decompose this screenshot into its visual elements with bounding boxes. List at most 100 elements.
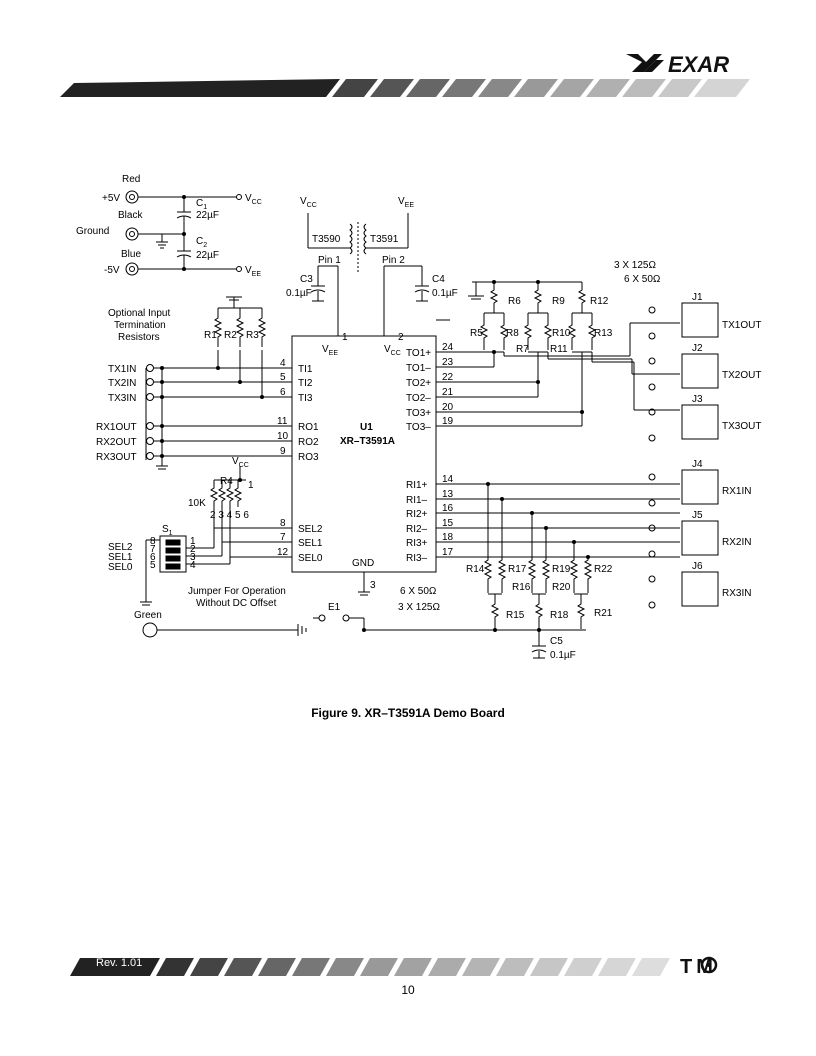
header-stripe: [60, 79, 750, 97]
ic-pin-num: 8: [280, 518, 286, 529]
ic-pin-num: 6: [280, 387, 286, 398]
ic-gnd-pin: 3: [370, 580, 376, 591]
label-c5: C5: [550, 636, 563, 647]
ic-pin-num: 14: [442, 474, 454, 485]
ic-pin-name: TI1: [298, 364, 313, 375]
jack-ref: J3: [692, 394, 703, 405]
exar-logo: EXAR: [626, 52, 729, 76]
label-tx1in: TX1IN: [108, 364, 136, 375]
label-r4: R4: [220, 476, 233, 487]
label-r3: R3: [246, 330, 259, 341]
jumper-note-line1: Jumper For Operation: [188, 586, 286, 597]
ic-pin-2: 2: [398, 332, 404, 343]
label-c4-value: 0.1µF: [432, 288, 458, 299]
footer-stripe: [70, 958, 670, 976]
label-r15: R15: [506, 610, 525, 621]
ic-pin-name: TO3+: [406, 408, 431, 419]
label-r4-pins: 2 3 4 5 6: [210, 510, 249, 521]
ic-pin-name: RI1+: [406, 480, 428, 491]
label-rx2out: RX2OUT: [96, 437, 137, 448]
ic-pin-name: RI3–: [406, 553, 428, 564]
ic-pin-num: 4: [280, 358, 286, 369]
rx-res-note-line1: 6 X 50Ω: [400, 586, 437, 597]
label-c1: C1: [196, 198, 207, 211]
label-ground: Ground: [76, 226, 109, 237]
label-pin2: Pin 2: [382, 255, 405, 266]
ic-pin-name: RI2–: [406, 524, 428, 535]
ic-pin-num: 13: [442, 489, 454, 500]
label-blue: Blue: [121, 249, 141, 260]
label-r22: R22: [594, 564, 613, 575]
jack-label: RX3IN: [722, 588, 751, 599]
jack-label: TX3OUT: [722, 421, 761, 432]
label-tx2in: TX2IN: [108, 378, 136, 389]
ic-pin-num: 18: [442, 532, 454, 543]
label-r4-one: 1: [248, 480, 254, 491]
switch-pin-left: 6: [150, 552, 156, 563]
ic-pin-name: SEL1: [298, 538, 323, 549]
label-r19: R19: [552, 564, 571, 575]
label-r12: R12: [590, 296, 609, 307]
label-r9: R9: [552, 296, 565, 307]
ic-pin-name: RI2+: [406, 509, 428, 520]
jack-j3: [681, 404, 719, 440]
label-r16: R16: [512, 582, 531, 593]
label-r8: R8: [506, 328, 519, 339]
revision-label: Rev. 1.01: [96, 957, 143, 969]
jack-j6: [681, 571, 719, 607]
ic-pin-num: 23: [442, 357, 454, 368]
rx-res-note-line2: 3 X 125Ω: [398, 602, 440, 613]
label-r5: R5: [470, 328, 483, 339]
jack-j1: [681, 302, 719, 338]
ic-pin-num: 17: [442, 547, 454, 558]
ic-pin-name: TO1–: [406, 363, 431, 374]
ic-vee: VEE: [322, 344, 338, 357]
ic-pin-name: TO3–: [406, 422, 431, 433]
label-c2: C2: [196, 236, 207, 249]
ic-pin-name: RI1–: [406, 495, 428, 506]
label-black: Black: [118, 210, 143, 221]
demo-board-schematic: Red +5V Black Ground Blue -5V VCC VEE C1…: [76, 174, 761, 661]
jack-j2: [681, 353, 719, 389]
label-plus5v: +5V: [102, 193, 120, 204]
label-pin1: Pin 1: [318, 255, 341, 266]
ic-pin-name: TO2–: [406, 393, 431, 404]
figure-caption: Figure 9. XR–T3591A Demo Board: [311, 706, 505, 720]
ic-pin-name: RO2: [298, 437, 319, 448]
tx-res-note-line1: 3 X 125Ω: [614, 260, 656, 271]
ic-pin-name: RO3: [298, 452, 319, 463]
jack-label: RX1IN: [722, 486, 751, 497]
ic-pin-num: 11: [277, 416, 288, 427]
ic-pin-name: RI3+: [406, 538, 428, 549]
switch-pin-right: 4: [190, 560, 196, 571]
label-t3590: T3590: [312, 234, 341, 245]
label-c3: C3: [300, 274, 313, 285]
jack-j5: [681, 520, 719, 556]
label-r20: R20: [552, 582, 571, 593]
jack-label: RX2IN: [722, 537, 751, 548]
tx-res-note-line2: 6 X 50Ω: [624, 274, 661, 285]
ic-gnd: GND: [352, 558, 374, 569]
ic-part: XR–T3591A: [340, 436, 395, 447]
label-r10: R10: [552, 328, 571, 339]
switch-pin-right: 3: [190, 552, 196, 563]
switch-pin-left: 5: [150, 560, 156, 571]
jack-j4: [681, 469, 719, 505]
label-r7: R7: [516, 344, 529, 355]
jack-ref: J2: [692, 343, 703, 354]
label-c3-value: 0.1µF: [286, 288, 312, 299]
label-e1: E1: [328, 602, 341, 613]
label-r2: R2: [224, 330, 237, 341]
switch-pin-left: 7: [150, 544, 156, 555]
ic-pin-num: 7: [280, 532, 286, 543]
ic-pin-num: 16: [442, 503, 454, 514]
label-c2-value: 22µF: [196, 250, 219, 261]
label-minus5v: -5V: [104, 265, 120, 276]
ic-pin-name: TO2+: [406, 378, 431, 389]
ic-pin-num: 20: [442, 402, 454, 413]
exar-logo-mark: [626, 54, 664, 72]
exar-logo-text: EXAR: [668, 52, 729, 76]
switch-pin-right: 1: [190, 536, 196, 547]
label-c5-value: 0.1µF: [550, 650, 576, 661]
label-sel2: SEL2: [108, 542, 133, 553]
